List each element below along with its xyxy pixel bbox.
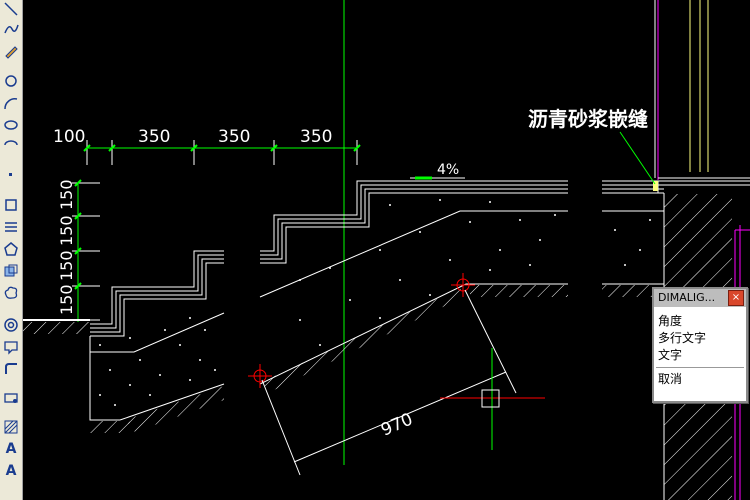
callout-leader (619, 131, 656, 185)
dim-left-3: 150 (57, 250, 76, 281)
multiline-text-icon[interactable]: A (5, 441, 17, 457)
menu-title-bar[interactable]: DIMALIG... × (654, 289, 746, 307)
multiline-icon[interactable] (2, 218, 20, 236)
revcloud-icon[interactable] (2, 284, 20, 302)
hatch-icon[interactable] (2, 418, 20, 436)
polygon-icon[interactable] (2, 240, 20, 258)
arc-icon[interactable] (2, 94, 20, 112)
left-dimension-line (72, 179, 100, 322)
rectangle-icon[interactable] (2, 196, 20, 214)
line-icon[interactable] (2, 0, 20, 18)
dimaligned-context-menu: DIMALIG... × 角度 多行文字 文字 取消 (652, 287, 748, 403)
region-icon[interactable] (2, 338, 20, 356)
dim-top-2: 350 (138, 127, 170, 147)
menu-title: DIMALIG... (658, 291, 716, 304)
callout-label: 沥青砂浆嵌缝 (528, 107, 648, 131)
dim-top-1: 100 (53, 127, 85, 147)
menu-item-cancel[interactable]: 取消 (658, 372, 683, 386)
dim-top-3: 350 (218, 127, 250, 147)
wipeout-icon[interactable] (2, 360, 20, 378)
aligned-dimension (261, 289, 517, 476)
menu-separator (656, 367, 744, 368)
left-concrete-dots (99, 317, 216, 406)
aligned-dimension-label: 970 (378, 410, 416, 441)
donut-icon[interactable] (2, 316, 20, 334)
circle-icon[interactable] (2, 72, 20, 90)
make-block-icon[interactable] (2, 388, 20, 406)
cursor-crosshair (440, 348, 545, 450)
point-icon[interactable] (2, 166, 20, 184)
red-marker-left (248, 364, 272, 388)
dim-left-4: 150 (57, 284, 76, 315)
insert-block-icon[interactable] (2, 262, 20, 280)
menu-item-text[interactable]: 文字 (658, 348, 683, 362)
spline-icon[interactable] (2, 20, 20, 38)
drawing-canvas[interactable]: 100 350 350 350 150 150 150 150 (23, 0, 750, 500)
pencil-icon[interactable] (2, 42, 20, 60)
middle-concrete-dots (299, 199, 556, 346)
column-yellow-lines (689, 0, 709, 172)
draw-toolbar: A A (0, 0, 23, 500)
slope-label: 4% (437, 162, 459, 178)
left-stair-section (89, 250, 225, 421)
top-dimension-line (83, 140, 361, 165)
ellipse-icon[interactable] (2, 116, 20, 134)
dim-left-2: 150 (57, 215, 76, 246)
dim-top-4: 350 (300, 127, 332, 147)
dim-left-1: 150 (57, 179, 76, 210)
menu-item-mtext[interactable]: 多行文字 (658, 331, 707, 345)
menu-item-angle[interactable]: 角度 (658, 314, 683, 328)
ellipse-arc-icon[interactable] (2, 136, 20, 154)
middle-stair-section (259, 180, 568, 385)
red-marker-right (451, 273, 475, 297)
text-icon[interactable]: A (5, 463, 17, 479)
left-ground (23, 319, 90, 334)
close-icon[interactable]: × (728, 290, 744, 306)
